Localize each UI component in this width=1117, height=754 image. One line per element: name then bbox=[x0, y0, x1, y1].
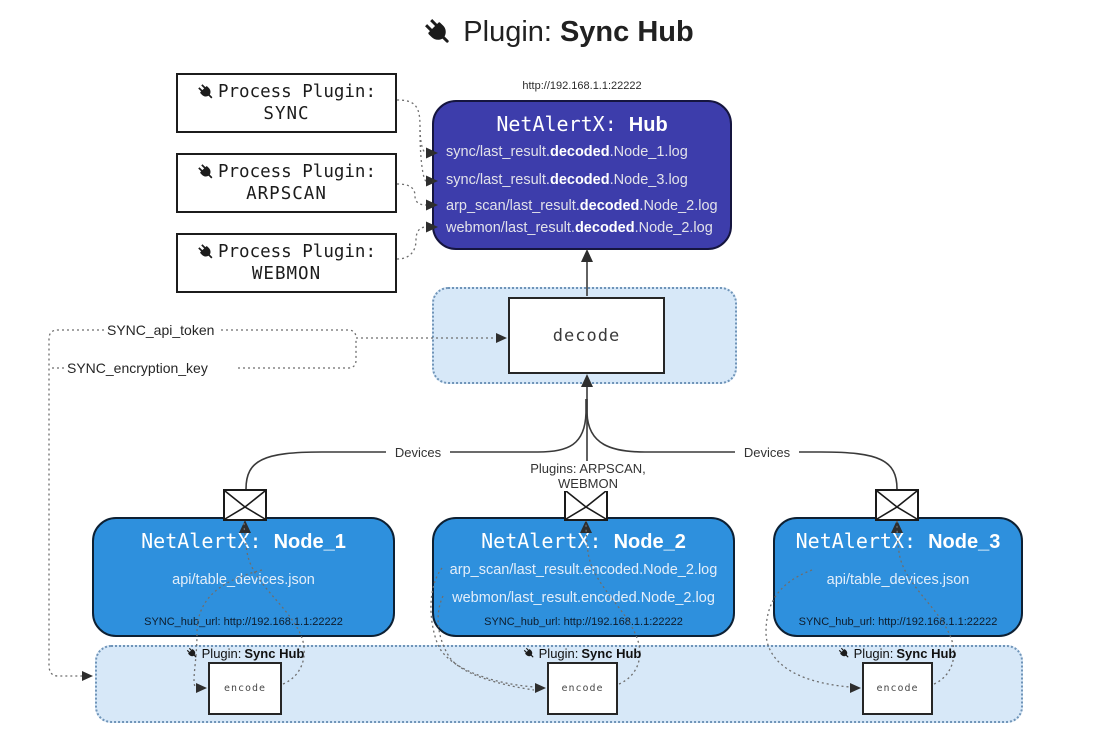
envelope-icon bbox=[223, 489, 267, 521]
hub-brand: NetAlertX: bbox=[496, 112, 629, 136]
title-name: Sync Hub bbox=[559, 16, 694, 48]
hub-log-line: webmon/last_result.decoded.Node_2.log bbox=[446, 220, 713, 236]
hub-url-label: http://192.168.1.1:22222 bbox=[522, 80, 642, 92]
plugins-label-center: Plugins: ARPSCAN, WEBMON bbox=[502, 461, 674, 491]
node-hub-url: SYNC_hub_url: http://192.168.1.1:22222 bbox=[798, 616, 998, 628]
plug-icon bbox=[417, 10, 462, 55]
encode-box-1: encode bbox=[208, 662, 282, 715]
encoder-plugin-label-2: Plugin: Sync Hub bbox=[502, 646, 662, 661]
hub-name: Hub bbox=[628, 114, 668, 136]
node-hub-url: SYNC_hub_url: http://192.168.1.1:22222 bbox=[144, 616, 343, 628]
envelope-icon bbox=[564, 489, 608, 521]
arrowhead-into-band bbox=[82, 671, 93, 681]
encode-box-2: encode bbox=[547, 662, 618, 715]
node-box-2: NetAlertX: Node_2 arp_scan/last_result.e… bbox=[432, 517, 735, 637]
plug-icon bbox=[183, 644, 201, 662]
dotted-sync-to-log2 bbox=[419, 129, 427, 182]
hub-log-line: sync/last_result.decoded.Node_3.log bbox=[446, 172, 688, 188]
node-box-1: NetAlertX: Node_1 api/table_devices.json… bbox=[92, 517, 395, 637]
process-plugin-box-arpscan: Process Plugin: ARPSCAN bbox=[176, 153, 397, 213]
process-plugin-name: WEBMON bbox=[251, 264, 322, 284]
plug-icon bbox=[520, 644, 538, 662]
devices-label-left: Devices bbox=[386, 445, 450, 460]
process-plugin-label: Process Plugin: bbox=[217, 162, 377, 182]
dotted-enckey-right bbox=[238, 338, 357, 369]
node-file: arp_scan/last_result.encoded.Node_2.log bbox=[449, 562, 718, 578]
dotted-webmon-to-log4 bbox=[396, 226, 427, 260]
process-plugin-label: Process Plugin: bbox=[217, 242, 377, 262]
process-plugin-box-webmon: Process Plugin: WEBMON bbox=[176, 233, 397, 293]
node-file: webmon/last_result.encoded.Node_2.log bbox=[452, 590, 715, 606]
sync-encryption-key-label: SYNC_encryption_key bbox=[64, 360, 211, 376]
decode-label: decode bbox=[552, 325, 621, 346]
dotted-arpscan-to-log3 bbox=[396, 183, 427, 206]
decode-box: decode bbox=[508, 297, 665, 374]
process-plugin-label: Process Plugin: bbox=[217, 82, 377, 102]
envelope-icon bbox=[875, 489, 919, 521]
plug-icon bbox=[193, 239, 220, 266]
hub-title: NetAlertX: Hub bbox=[434, 112, 730, 137]
plug-icon bbox=[193, 79, 220, 106]
node-title: NetAlertX: Node_3 bbox=[795, 529, 1001, 553]
hub-log-line: sync/last_result.decoded.Node_1.log bbox=[446, 144, 688, 160]
arrowhead-into-hub bbox=[581, 249, 593, 262]
title-prefix: Plugin: bbox=[463, 16, 552, 48]
node-file: api/table_devices.json bbox=[172, 572, 315, 588]
node-file: api/table_devices.json bbox=[826, 572, 970, 588]
node-title: NetAlertX: Node_2 bbox=[481, 529, 686, 553]
node-box-3: NetAlertX: Node_3 api/table_devices.json… bbox=[773, 517, 1023, 637]
encode-box-3: encode bbox=[862, 662, 933, 715]
plug-icon bbox=[835, 644, 853, 662]
process-plugin-name: SYNC bbox=[263, 104, 310, 124]
hub-log-line: arp_scan/last_result.decoded.Node_2.log bbox=[446, 198, 718, 214]
node-title: NetAlertX: Node_1 bbox=[141, 529, 346, 553]
process-plugin-name: ARPSCAN bbox=[246, 184, 327, 204]
dotted-apitoken-right bbox=[221, 329, 357, 339]
process-plugin-box-sync: Process Plugin: SYNC bbox=[176, 73, 397, 133]
dotted-sync-to-log1 bbox=[396, 99, 427, 154]
encoder-plugin-label-1: Plugin: Sync Hub bbox=[165, 646, 325, 661]
sync-api-token-label: SYNC_api_token bbox=[104, 322, 218, 338]
encoder-plugin-label-3: Plugin: Sync Hub bbox=[817, 646, 977, 661]
devices-label-right: Devices bbox=[735, 445, 799, 460]
page-title: Plugin: Sync Hub bbox=[0, 16, 1117, 49]
node-hub-url: SYNC_hub_url: http://192.168.1.1:22222 bbox=[484, 616, 683, 628]
hub-box: NetAlertX: Hub sync/last_result.decoded.… bbox=[432, 100, 732, 250]
plug-icon bbox=[193, 159, 220, 186]
